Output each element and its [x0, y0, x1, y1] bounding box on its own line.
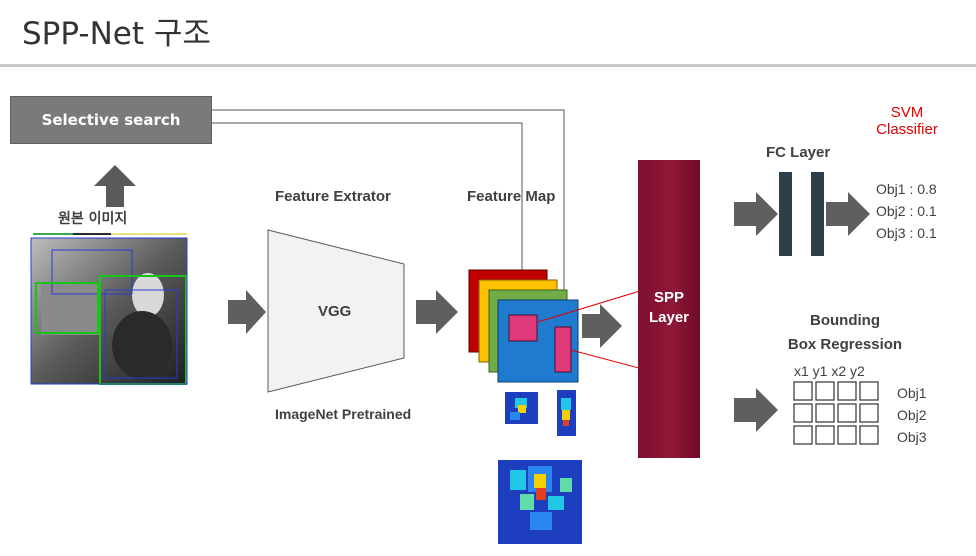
- roi-connector-line-1: [212, 109, 565, 297]
- label-underline-yellow: [111, 233, 187, 235]
- fc-layer-bar-2: [811, 172, 824, 256]
- pooled-feature-large: [498, 460, 582, 544]
- fc-layer-bar-1: [779, 172, 792, 256]
- fc-layer-label: FC Layer: [766, 144, 831, 161]
- roi-box-2: [554, 326, 572, 373]
- bbox-row-labels: Obj1 Obj2 Obj3: [897, 382, 927, 448]
- classifier-output: Obj2 : 0.1: [876, 203, 937, 219]
- vgg-trapezoid: [267, 229, 405, 393]
- selective-search-label: Selective search: [41, 111, 181, 129]
- pooled-feature-small-2: [557, 390, 576, 436]
- arrow-icon: [582, 304, 622, 348]
- roi-box-1: [508, 314, 538, 342]
- page-title: SPP-Net 구조: [22, 16, 211, 52]
- svm-label-line2: Classifier: [876, 121, 938, 138]
- bbox-row-label: Obj1: [897, 385, 927, 401]
- vgg-label: VGG: [318, 303, 352, 320]
- imagenet-label: ImageNet Pretrained: [275, 406, 412, 422]
- spp-layer-label-line1: SPP: [653, 289, 684, 306]
- bbox-row-label: Obj3: [897, 429, 927, 445]
- title-divider: [0, 64, 976, 67]
- spp-layer: SPP Layer: [638, 160, 700, 458]
- bbox-label-line2: Box Regression: [787, 336, 903, 353]
- up-arrow-icon: [94, 165, 136, 207]
- feature-map-label: Feature Map: [467, 188, 556, 205]
- bbox-regression-label: Bounding Box Regression: [780, 309, 910, 357]
- classifier-output: Obj3 : 0.1: [876, 225, 937, 241]
- classifier-output: Obj1 : 0.8: [876, 181, 937, 197]
- spp-layer-label-line2: Layer: [648, 309, 690, 326]
- arrow-icon: [734, 192, 778, 236]
- pooled-feature-small-1: [505, 392, 538, 424]
- roi-connector-line-2: [212, 122, 523, 320]
- bbox-row-label: Obj2: [897, 407, 927, 423]
- svm-label-line1: SVM: [890, 104, 924, 121]
- feature-map-stack: [468, 269, 579, 383]
- selective-search-box: Selective search: [10, 96, 212, 144]
- classifier-output-list: Obj1 : 0.8 Obj2 : 0.1 Obj3 : 0.1: [876, 178, 937, 244]
- svm-classifier-label: SVM Classifier: [862, 104, 952, 138]
- arrow-icon: [416, 290, 458, 334]
- bbox-grid: [793, 381, 879, 445]
- arrow-icon: [734, 388, 778, 432]
- feature-extractor-label: Feature Extrator: [275, 188, 391, 205]
- original-image-label: 원본 이미지: [58, 211, 128, 227]
- label-underline-dark: [73, 233, 111, 235]
- arrow-icon: [228, 290, 266, 334]
- label-underline-green: [33, 233, 73, 235]
- arrow-icon: [826, 192, 870, 236]
- bbox-columns: x1 y1 x2 y2: [794, 363, 865, 379]
- original-image: [30, 237, 188, 385]
- bbox-label-line1: Bounding: [810, 312, 880, 329]
